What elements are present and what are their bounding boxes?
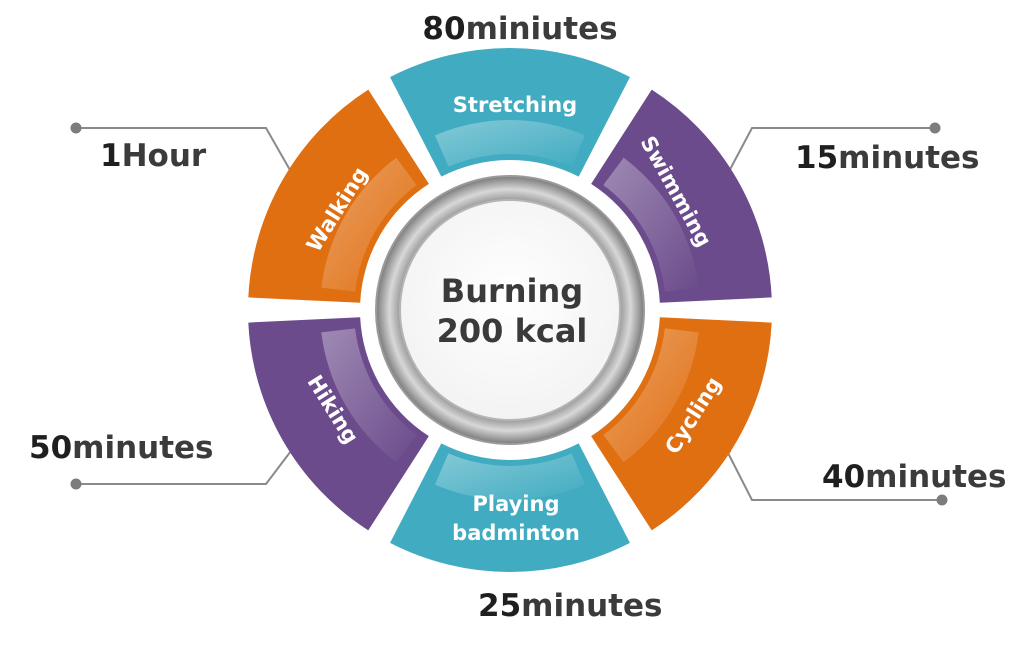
ring-segments bbox=[248, 48, 772, 572]
ring-segment-hiking bbox=[248, 317, 429, 531]
ring-segment-shine-stretching bbox=[434, 119, 586, 167]
ring-segment-cycling bbox=[591, 317, 772, 531]
connector-hiking bbox=[76, 446, 295, 485]
duration-badminton-unit: minutes bbox=[521, 588, 662, 624]
ring-segment-walking bbox=[248, 89, 429, 303]
duration-badminton: 25minutes bbox=[478, 588, 663, 624]
center-ring bbox=[375, 175, 645, 445]
connector-lines bbox=[76, 127, 942, 501]
connector-swimming bbox=[725, 127, 935, 178]
ring-segment-shine-swimming bbox=[603, 157, 699, 292]
duration-hiking: 50minutes bbox=[29, 430, 214, 466]
duration-swimming-number: 15 bbox=[795, 140, 838, 176]
duration-swimming-unit: minutes bbox=[838, 140, 979, 176]
duration-walking: 1Hour bbox=[100, 138, 207, 174]
dot-swimming-end bbox=[929, 122, 941, 134]
duration-cycling-unit: minutes bbox=[865, 459, 1006, 495]
segment-label-stretching: Stretching bbox=[453, 93, 577, 117]
dot-hiking-end bbox=[70, 478, 82, 490]
connector-cycling bbox=[725, 448, 942, 501]
ring-segment-shine-walking bbox=[321, 157, 417, 292]
ring-segment-swimming bbox=[591, 89, 772, 303]
duration-hiking-unit: minutes bbox=[72, 430, 213, 466]
segment-label-badminton-line2: badminton bbox=[452, 521, 580, 545]
duration-stretching-number: 80 bbox=[422, 11, 465, 47]
duration-cycling-number: 40 bbox=[822, 459, 865, 495]
center-title-line2: 200 kcal bbox=[437, 312, 588, 350]
ring-segment-shine-badminton bbox=[434, 453, 586, 501]
dot-cycling-end bbox=[936, 494, 948, 506]
segment-label-badminton-line1: Playing bbox=[473, 492, 560, 516]
duration-badminton-number: 25 bbox=[478, 588, 521, 624]
center-title-line1: Burning bbox=[441, 272, 583, 310]
connector-walking bbox=[76, 127, 295, 178]
dot-walking-end bbox=[70, 122, 82, 134]
duration-hiking-number: 50 bbox=[29, 430, 72, 466]
ring-segment-shine-hiking bbox=[321, 328, 417, 463]
duration-walking-unit: Hour bbox=[122, 138, 207, 174]
ring-segment-shine-cycling bbox=[603, 328, 699, 463]
duration-stretching-unit: miniutes bbox=[466, 11, 618, 47]
duration-swimming: 15minutes bbox=[795, 140, 980, 176]
duration-walking-number: 1 bbox=[100, 138, 122, 174]
duration-stretching: 80miniutes bbox=[422, 11, 617, 47]
duration-cycling: 40minutes bbox=[822, 459, 1007, 495]
